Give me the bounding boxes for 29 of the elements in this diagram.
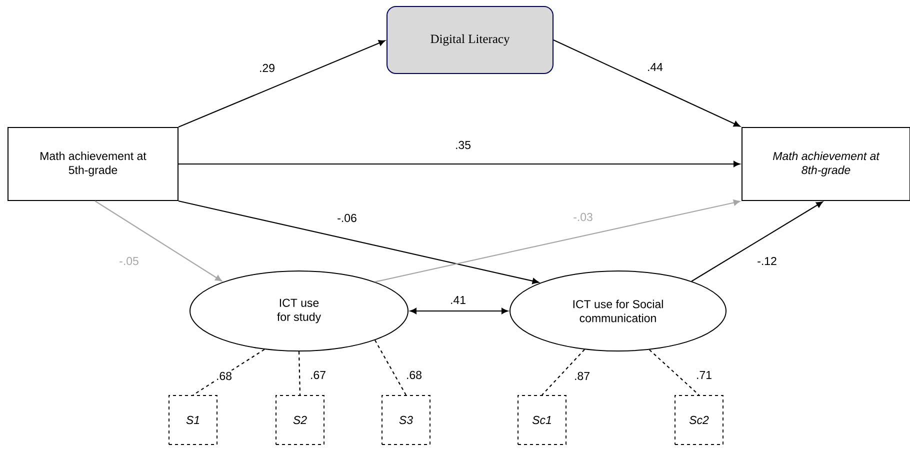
path-arrow [178, 200, 539, 284]
coefficient-label: -.12 [756, 255, 778, 267]
mediator-box: Digital Literacy [386, 6, 554, 74]
variable-box: Math achievement at 5th-grade [8, 127, 178, 201]
coefficient-label: .44 [646, 62, 664, 72]
indicator-box: Sc2 [674, 395, 724, 445]
coefficient-label: -.03 [572, 211, 594, 223]
variable-box: Math achievement at 8th-grade [742, 127, 910, 201]
coefficient-label: .68 [404, 369, 424, 381]
coefficient-label: -.06 [336, 212, 358, 224]
coefficient-label: .41 [448, 294, 468, 306]
coefficient-label: .87 [572, 370, 592, 382]
path-arrow [691, 201, 823, 282]
path-arrow [553, 40, 740, 127]
path-arrow [410, 308, 508, 314]
indicator-box: Sc1 [518, 395, 566, 445]
coefficient-label: .71 [694, 370, 714, 380]
coefficient-label: -.05 [118, 255, 140, 267]
path-arrow [178, 160, 740, 167]
coefficient-label: .68 [214, 370, 234, 382]
indicator-box: S3 [382, 395, 430, 445]
indicator-box: S1 [168, 395, 218, 445]
coefficient-label: .29 [258, 62, 276, 74]
coefficient-label: .35 [454, 139, 472, 151]
path-arrow [374, 200, 740, 282]
path-arrow [94, 200, 222, 282]
coefficient-label: .67 [308, 369, 328, 381]
path-arrow [178, 40, 386, 128]
indicator-box: S2 [276, 395, 324, 445]
